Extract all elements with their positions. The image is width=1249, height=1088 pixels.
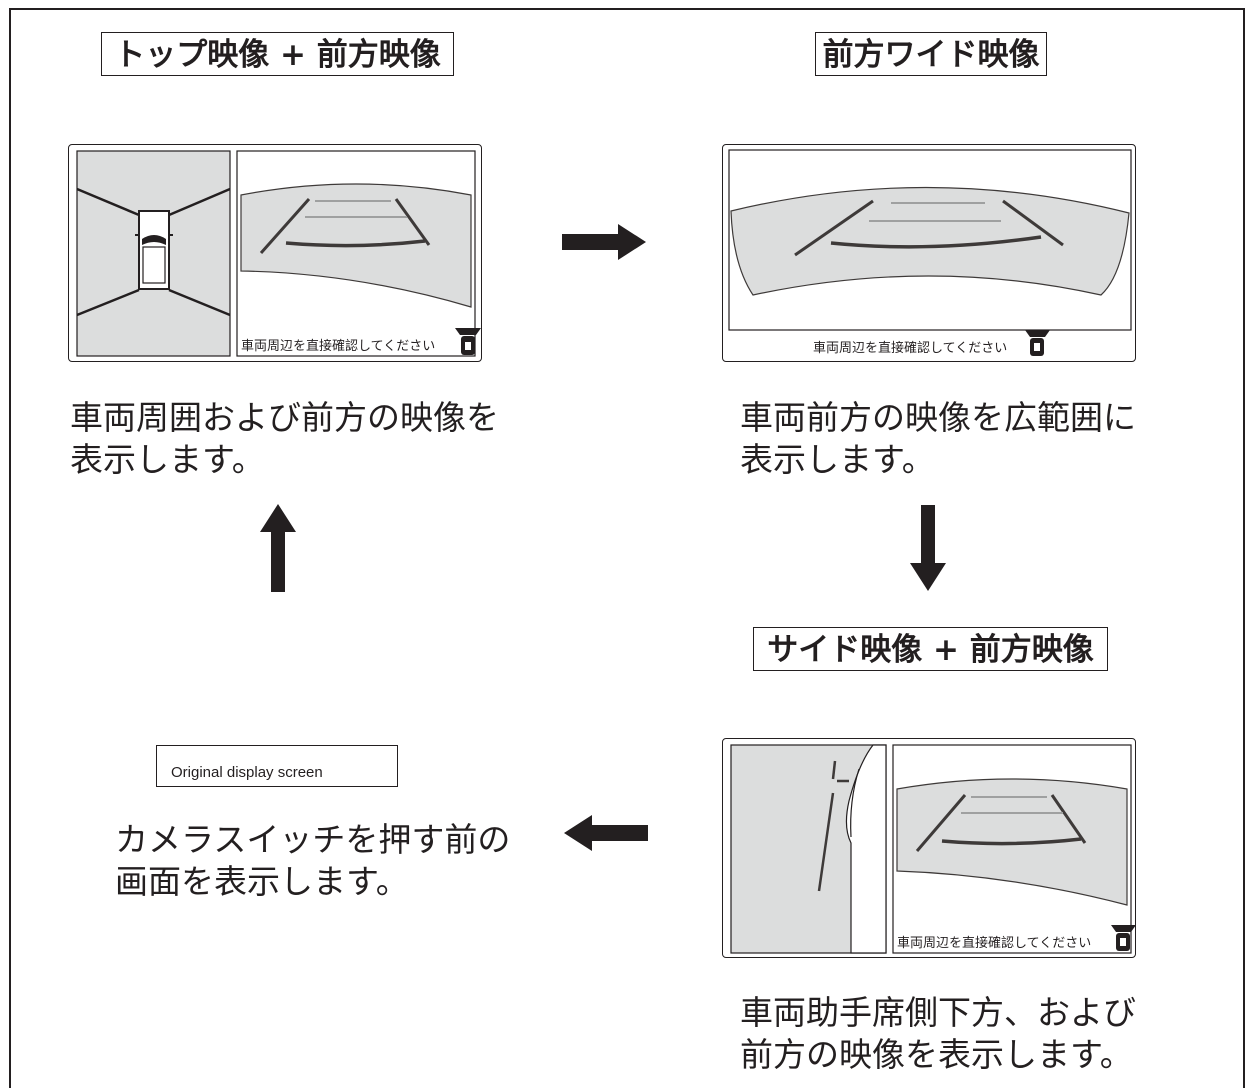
arrow-down-icon [910,505,946,591]
outer-frame [9,8,1245,1088]
car-camera-icon [1025,330,1050,356]
desc-front-wide: 車両前方の映像を広範囲に 表示します。 [740,398,1136,479]
warning-text: 車両周辺を直接確認してください [241,339,436,354]
screen-top-front-graphic [76,150,481,357]
screen-side-front: 車両周辺を直接確認してください [722,738,1136,958]
car-top-icon [135,210,173,290]
desc-top-front: 車両周囲および前方の映像を 表示します。 [70,398,499,479]
title-side-front: サイド映像 + 前方映像 [753,627,1108,671]
warning-text: 車両周辺を直接確認してください [897,936,1092,951]
car-camera-icon [1111,925,1136,951]
original-display-screen: Original display screen [156,745,398,787]
desc-original: カメラスイッチを押す前の 画面を表示します。 [115,820,511,901]
screen-top-front: 車両周辺を直接確認してください [68,144,482,362]
title-top-front: トップ映像 + 前方映像 [101,32,454,76]
arrow-up-icon [260,504,296,592]
screen-side-front-graphic [730,744,1136,954]
car-camera-icon [455,328,481,355]
desc-side-front: 車両助手席側下方、および 前方の映像を表示します。 [740,993,1136,1074]
title-front-wide: 前方ワイド映像 [815,32,1047,76]
warning-text: 車両周辺を直接確認してください [813,341,1008,356]
screen-front-wide-graphic [728,149,1132,356]
screen-front-wide: 車両周辺を直接確認してください [722,144,1136,362]
arrow-left-icon [564,815,648,851]
arrow-right-icon [562,224,646,260]
